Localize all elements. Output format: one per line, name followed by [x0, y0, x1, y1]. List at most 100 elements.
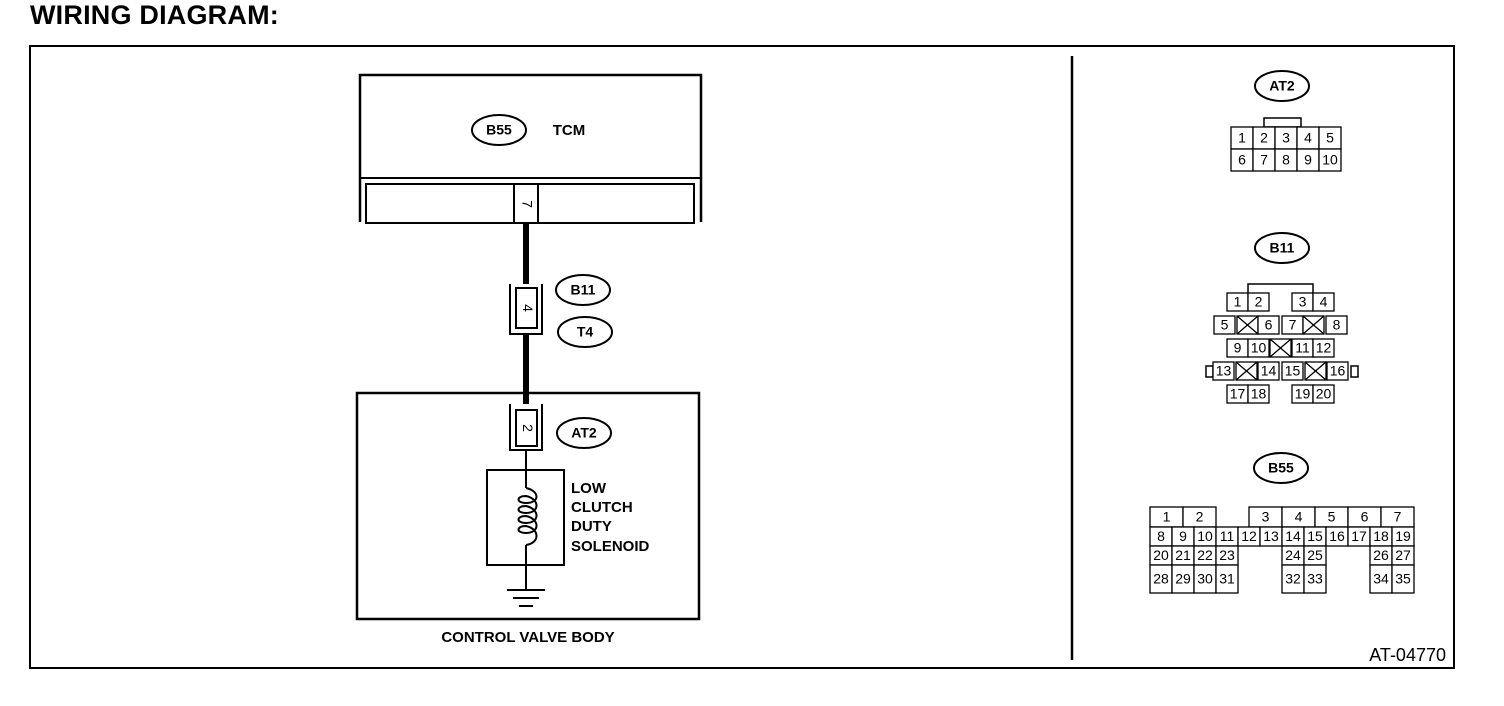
figure-id: AT-04770 [1369, 645, 1446, 665]
b11-pin-label: 18 [1251, 386, 1267, 402]
b11-pin-label: 12 [1316, 340, 1332, 356]
b55-pin-label: 22 [1197, 547, 1213, 563]
t4-connector-oval [557, 316, 613, 348]
b55-pin-label: 7 [1394, 509, 1402, 525]
at2-pin-label: 9 [1304, 152, 1312, 168]
b55-pin-label: 30 [1197, 571, 1213, 587]
tcm-module: 7 B55 TCM [358, 73, 703, 224]
control-valve-body: 2 AT2 LOW CLUTCH DUTY SOLENOID [355, 391, 701, 621]
b55-pin-label: 20 [1153, 547, 1169, 563]
b55-pin-label: 23 [1219, 547, 1235, 563]
tcm-pin-number: 7 [519, 200, 535, 208]
b55-pin-label: 21 [1175, 547, 1191, 563]
b11-pin-label: 14 [1261, 363, 1277, 379]
b55-pin-label: 17 [1351, 528, 1367, 544]
b55-pin-label: 27 [1395, 547, 1411, 563]
b11-cavity-2 [1247, 292, 1270, 312]
b11-face-left-ear [1205, 365, 1214, 378]
b11-cavity-5 [1213, 315, 1236, 335]
b55-pin-label: 9 [1179, 528, 1187, 544]
b55-pin-label: 31 [1219, 571, 1235, 587]
b11-cavity-14 [1257, 361, 1280, 381]
b55-pin-label: 14 [1285, 528, 1301, 544]
b55-pin-label: 28 [1153, 571, 1169, 587]
at2-connector-label: AT2 [571, 425, 597, 441]
at2-pin-label: 10 [1322, 152, 1338, 168]
b11-cavity-4 [1312, 292, 1335, 312]
solenoid-label-line-1: LOW [571, 480, 607, 497]
b11-pin-label: 13 [1216, 363, 1232, 379]
tcm-label: TCM [553, 122, 586, 139]
b55-connector-oval [471, 114, 527, 146]
joint-pin-number: 4 [520, 304, 536, 312]
at2-pin-number: 2 [520, 424, 536, 432]
b11-cavity-18 [1247, 384, 1270, 404]
b11-pin-label: 11 [1295, 340, 1310, 356]
b11-connector-label: B11 [571, 282, 596, 298]
b11-pin-label: 16 [1330, 363, 1346, 379]
diagram-frame [29, 45, 1455, 669]
b11-pin-label: 4 [1320, 294, 1328, 310]
at2-face-label: AT2 [1269, 78, 1295, 94]
at2-pin-label: 3 [1282, 130, 1290, 146]
tcm-pin-box [513, 183, 539, 224]
b55-connector-label: B55 [486, 122, 512, 138]
b11-cavity-10 [1247, 338, 1270, 358]
b55-pin-label: 16 [1329, 528, 1345, 544]
b11-pin-label: 19 [1295, 386, 1311, 402]
b55-pin-label: 35 [1395, 571, 1411, 587]
b55-pin-label: 5 [1328, 509, 1336, 525]
b11-pin-label: 2 [1255, 294, 1263, 310]
b11-t4-joint-connector: 4 B11 T4 [509, 274, 613, 348]
solenoid-coil-icon [517, 487, 538, 546]
b55-pin-label: 15 [1307, 528, 1323, 544]
b11-cavity-12 [1312, 338, 1335, 358]
at2-face-latch [1263, 117, 1302, 128]
at2-pin-label: 5 [1326, 130, 1334, 146]
at2-pin-label: 7 [1260, 152, 1268, 168]
b55-pin-label: 26 [1373, 547, 1389, 563]
b55-pin-label: 24 [1285, 547, 1301, 563]
b11-pin-label: 10 [1251, 340, 1267, 356]
at2-connector-oval [556, 417, 612, 449]
b11-pin-label: 17 [1230, 386, 1246, 402]
b11-blocked-cavity-mark [1304, 361, 1327, 381]
b11-blocked-cavity-mark [1236, 315, 1259, 335]
b55-face-label: B55 [1268, 460, 1294, 476]
b11-face-latch [1247, 283, 1314, 293]
control-valve-body-label: CONTROL VALVE BODY [441, 629, 614, 646]
b55-pin-label: 25 [1307, 547, 1323, 563]
b55-cavity-35 [1391, 564, 1415, 594]
b11-face-label: B11 [1270, 240, 1295, 256]
b11-pin-label: 6 [1265, 317, 1273, 333]
b11-face-oval [1254, 232, 1310, 264]
at2-pin-label: 2 [1260, 130, 1268, 146]
b11-blocked-cavity-mark [1302, 315, 1325, 335]
b11-cavity-6 [1257, 315, 1280, 335]
b55-pin-label: 33 [1307, 571, 1323, 587]
b11-pin-label: 7 [1289, 317, 1297, 333]
b55-face-oval [1253, 452, 1309, 484]
b55-pin-label: 11 [1220, 528, 1235, 544]
b55-pin-label: 13 [1263, 528, 1279, 544]
page-title: WIRING DIAGRAM: [30, 0, 279, 30]
b55-pin-label: 34 [1373, 571, 1389, 587]
b11-cavity-13 [1212, 361, 1235, 381]
b11-pin-label: 8 [1333, 317, 1341, 333]
at2-pin-label: 8 [1282, 152, 1290, 168]
b11-pin-label: 1 [1234, 294, 1242, 310]
b55-pin-label: 4 [1295, 509, 1303, 525]
b11-pin-label: 3 [1299, 294, 1307, 310]
solenoid-label-line-2: CLUTCH [571, 499, 633, 516]
t4-connector-label: T4 [577, 324, 594, 340]
b55-pin-label: 8 [1157, 528, 1165, 544]
b11-cavity-15 [1281, 361, 1304, 381]
b55-pin-label: 2 [1196, 509, 1204, 525]
b11-pin-label: 9 [1234, 340, 1242, 356]
b11-blocked-cavity-mark [1269, 338, 1292, 358]
b11-cavity-20 [1312, 384, 1335, 404]
at2-face-oval [1254, 70, 1310, 102]
b11-blocked-cavity-mark [1235, 361, 1258, 381]
